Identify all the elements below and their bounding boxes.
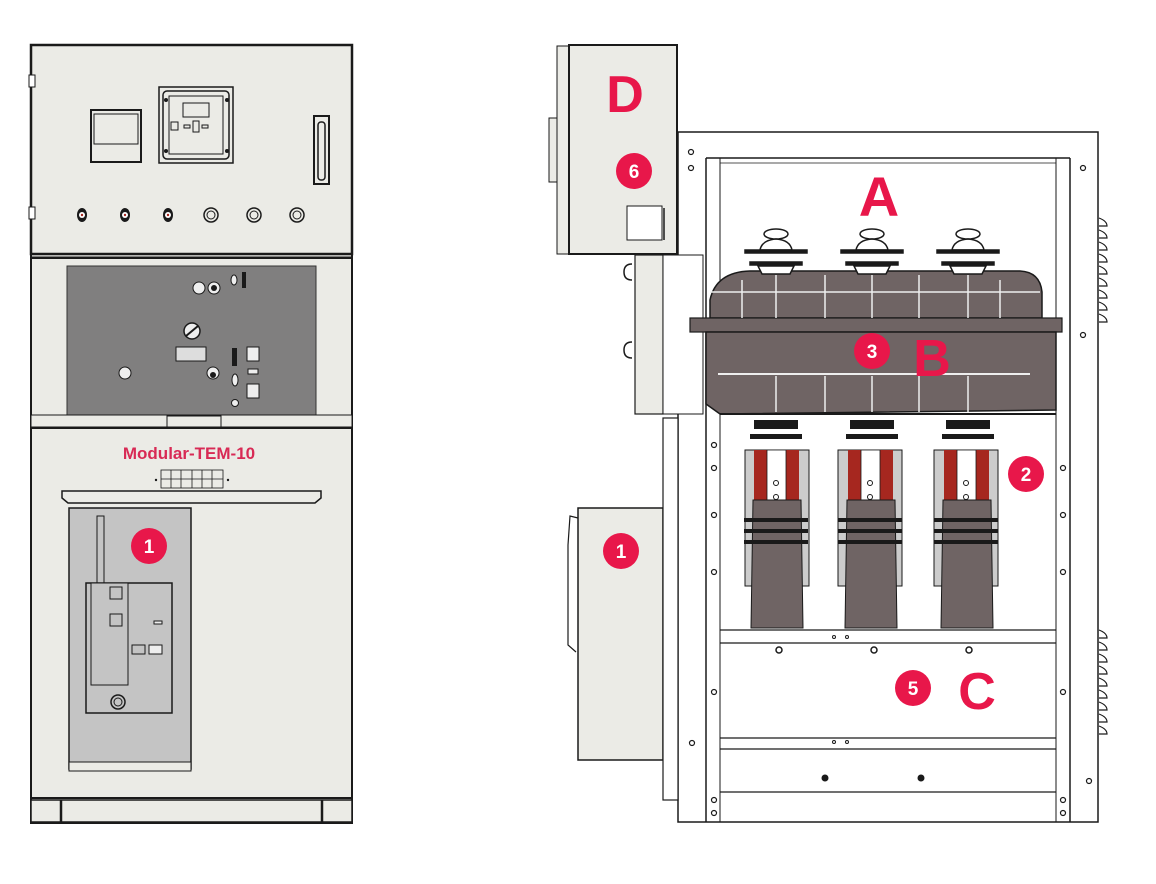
marker-5: 5 xyxy=(895,670,931,706)
frame-bolts xyxy=(687,148,1093,817)
bushing-icon xyxy=(744,228,808,275)
breaker-pole xyxy=(837,420,903,629)
svg-text:3: 3 xyxy=(867,342,878,363)
model-label: Modular-TEM-10 xyxy=(123,444,255,463)
mechanism-panel xyxy=(30,257,353,428)
protection-relay xyxy=(158,86,234,164)
busbar-tank xyxy=(689,270,1063,415)
bushing-icon xyxy=(936,228,1000,275)
side-breaker-box xyxy=(567,417,679,801)
selector-switch-icon xyxy=(120,208,130,222)
svg-text:2: 2 xyxy=(1021,465,1032,486)
cable-duct xyxy=(623,254,704,415)
side-cabinet: A B C D 6 3 2 1 5 xyxy=(548,44,1108,823)
marker-1: 1 xyxy=(603,533,639,569)
indicator-lamp-icon xyxy=(203,207,219,223)
marker-6: 6 xyxy=(616,153,652,189)
selector-switches xyxy=(77,208,173,222)
compartment-label-B: B xyxy=(913,330,951,388)
indicator-lamps xyxy=(203,207,305,223)
door-handle xyxy=(313,115,330,185)
marker-2: 2 xyxy=(1008,456,1044,492)
marker-front-1: 1 xyxy=(131,528,167,564)
lv-compartment xyxy=(548,44,678,255)
meter-display xyxy=(90,109,142,163)
svg-text:6: 6 xyxy=(629,162,640,183)
compartment-label-D: D xyxy=(606,66,644,124)
selector-switch-icon xyxy=(77,208,87,222)
ventilation-louvres xyxy=(1098,217,1108,735)
svg-text:1: 1 xyxy=(616,542,627,563)
bushing-icon xyxy=(840,228,904,275)
breaker-pole xyxy=(744,420,810,629)
svg-text:5: 5 xyxy=(908,679,919,700)
plinth xyxy=(30,799,353,823)
compartment-label-A: A xyxy=(859,165,899,228)
top-bushings xyxy=(744,228,1000,275)
front-cabinet: Modular-TEM-10 xyxy=(28,43,354,824)
handle-bar xyxy=(61,490,322,504)
selector-switch-icon xyxy=(163,208,173,222)
svg-text:1: 1 xyxy=(144,537,155,558)
ventilation-grille xyxy=(154,469,230,489)
indicator-lamp-icon xyxy=(246,207,262,223)
breaker-pole xyxy=(933,420,999,629)
hinge-icon xyxy=(28,74,36,88)
withdrawable-breaker xyxy=(68,507,192,772)
cable-compartment xyxy=(720,629,1056,793)
breaker-poles xyxy=(744,420,999,629)
marker-3: 3 xyxy=(854,333,890,369)
indicator-lamp-icon xyxy=(289,207,305,223)
compartment-label-C: C xyxy=(958,663,996,721)
hinge-icon xyxy=(28,206,36,220)
